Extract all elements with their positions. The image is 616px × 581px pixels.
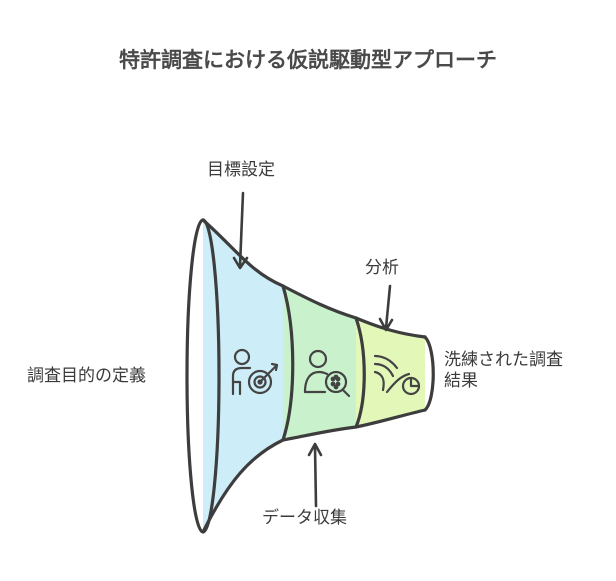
label-result-line-2: 結果 bbox=[444, 371, 478, 392]
diagram-title: 特許調査における仮説駆動型アプローチ bbox=[119, 48, 497, 72]
label-goal: 目標設定 bbox=[207, 160, 275, 180]
stage-1-segment bbox=[203, 220, 283, 532]
funnel-end-cap bbox=[423, 335, 435, 412]
label-definition: 調査目的の定義 bbox=[27, 366, 146, 386]
wind-chart-icon bbox=[373, 354, 421, 396]
label-result-line-1: 洗練された調査 bbox=[444, 350, 563, 370]
arrow-data bbox=[307, 442, 323, 508]
person-target-icon bbox=[231, 348, 279, 396]
label-result: 洗練された調査 結果 bbox=[444, 350, 563, 393]
divider-1 bbox=[281, 284, 295, 442]
label-data: データ収集 bbox=[262, 508, 347, 528]
divider-2 bbox=[354, 316, 366, 429]
stage-2-segment bbox=[283, 286, 356, 440]
label-analysis: 分析 bbox=[365, 258, 399, 278]
arrow-analysis bbox=[378, 284, 394, 332]
person-search-icon bbox=[303, 349, 351, 398]
arrow-goal bbox=[232, 191, 249, 270]
funnel-outline-bottom bbox=[201, 408, 427, 534]
